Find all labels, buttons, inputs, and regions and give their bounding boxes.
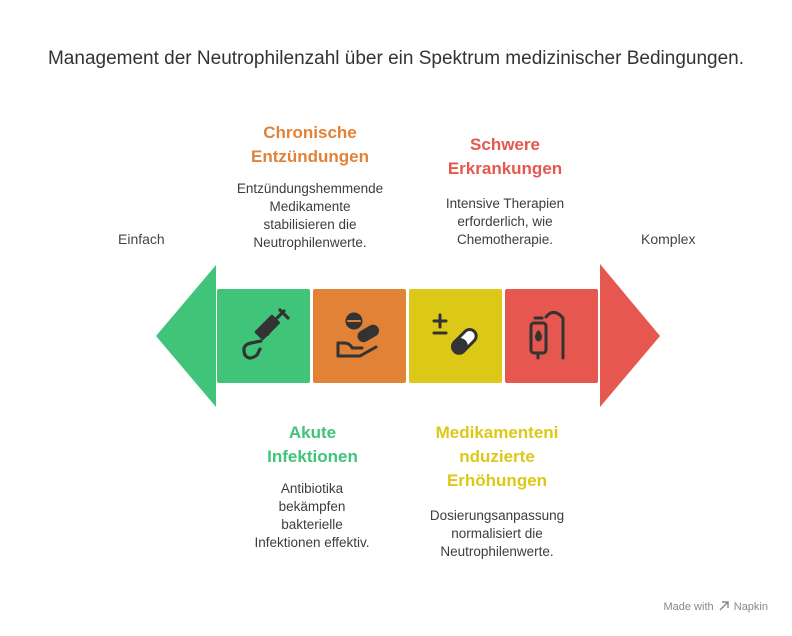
napkin-brand: Napkin [733,601,768,613]
desc-chronische-entzuendungen: Entzündungshemmende Medikamente stabilis… [236,181,384,250]
heading-chronische-entzuendungen: Chronische Entzündungen [250,123,370,166]
heading-schwere-erkrankungen: Schwere Erkrankungen [447,135,563,178]
iv-drip-icon [529,310,565,360]
napkin-logo-icon [719,601,729,611]
syringe-icon [242,308,290,360]
desc-schwere-erkrankungen: Intensive Therapien erforderlich, wie Ch… [445,196,565,247]
pill-hand-icon [336,312,380,358]
heading-akute-infektionen: Akute Infektionen [267,423,358,466]
right-arrowhead [600,264,660,407]
medication-plus-minus-icon [432,313,478,355]
heading-medikamenteninduzierte-erhoehungen: Medikamenteni nduzierte Erhöhungen [435,423,559,490]
made-with-label: Made with [663,601,714,613]
segment-schwer [505,289,598,383]
scale-left-label: Einfach [118,231,165,247]
desc-medikamenteninduzierte-erhoehungen: Dosierungsanpassung normalisiert die Neu… [429,508,565,559]
scale-right-label: Komplex [641,231,696,247]
segment-medikament [409,289,502,383]
desc-akute-infektionen: Antibiotika bekämpfen bakterielle Infekt… [254,481,370,550]
made-with-napkin-credit[interactable]: Made with Napkin [663,601,768,613]
page-title: Management der Neutrophilenzahl über ein… [47,48,745,69]
left-arrowhead [156,265,216,407]
